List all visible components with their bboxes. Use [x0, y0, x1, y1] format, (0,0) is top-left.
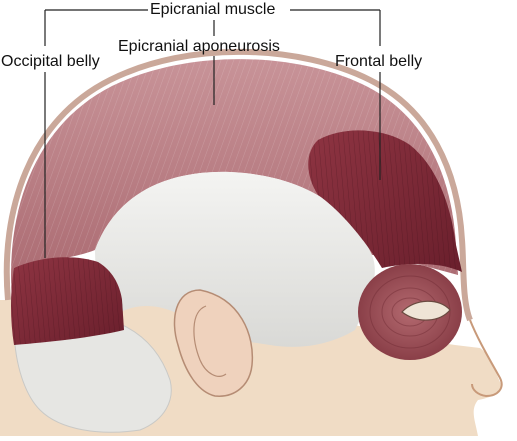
occipital-belly-label: Occipital belly [1, 53, 100, 70]
eye [401, 300, 451, 321]
nose [469, 319, 503, 398]
epicranial-muscle-label: Epicranial muscle [150, 1, 276, 18]
epicranial-aponeurosis-label: Epicranial aponeurosis [118, 38, 280, 55]
scalp-outline [3, 48, 473, 322]
ear [173, 289, 254, 397]
frontal-belly-label: Frontal belly [335, 53, 423, 70]
skull-region [95, 171, 375, 347]
leader-lines [44, 9, 381, 258]
